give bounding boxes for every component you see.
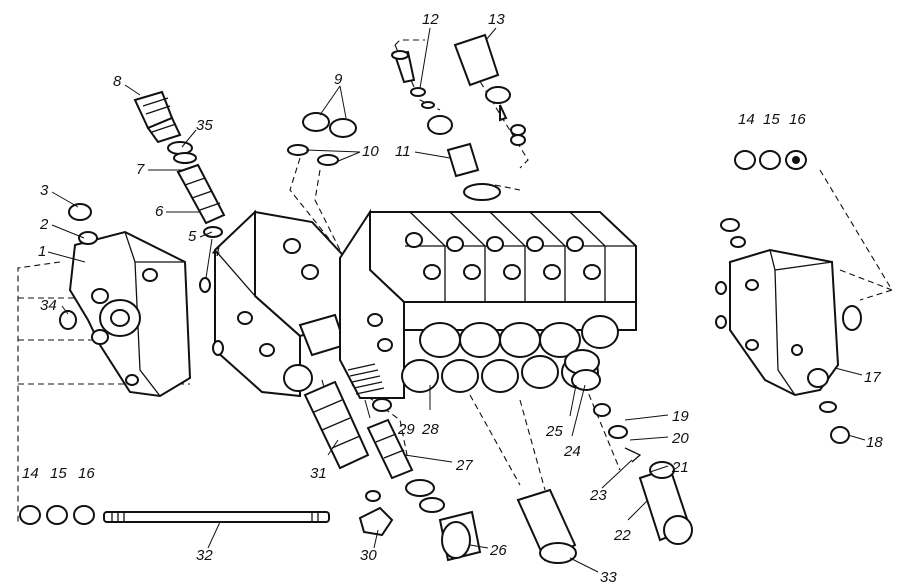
- callout-31: 31: [310, 465, 327, 482]
- washer-30: [358, 490, 394, 537]
- spool-6: [176, 163, 226, 238]
- callout-13: 13: [488, 11, 505, 28]
- callout-15-top: 15: [763, 111, 780, 128]
- spool-31: [303, 380, 370, 470]
- callout-29: 29: [397, 421, 415, 438]
- main-valve-body: [339, 208, 637, 399]
- valve-13: [453, 33, 526, 146]
- callout-4: 4: [212, 243, 220, 260]
- callout-6: 6: [155, 203, 164, 220]
- callout-17: 17: [864, 369, 881, 386]
- callout-3: 3: [40, 182, 49, 199]
- callout-16-bottom: 16: [78, 465, 95, 482]
- callout-18: 18: [866, 434, 883, 451]
- callout-23: 23: [589, 487, 607, 504]
- callout-14-top: 14: [738, 111, 755, 128]
- screw-12: [391, 50, 435, 109]
- plugs-9-rings-10: [287, 112, 357, 166]
- nuts-right: [734, 150, 807, 170]
- callout-19: 19: [672, 408, 689, 425]
- left-end-housing: [68, 230, 192, 398]
- callout-26: 26: [489, 542, 507, 559]
- callout-33: 33: [600, 569, 617, 584]
- plug-18: [830, 426, 850, 444]
- callout-24: 24: [563, 443, 581, 460]
- callout-8: 8: [113, 73, 122, 90]
- callout-14-bottom: 14: [22, 465, 39, 482]
- callout-5: 5: [188, 228, 197, 245]
- plug-33: [516, 488, 577, 564]
- valve-group-19-25: [564, 349, 642, 463]
- right-end-housing: [715, 218, 862, 413]
- sleeve-11: [427, 115, 501, 201]
- leader-lines: [47, 27, 866, 573]
- callout-32: 32: [196, 547, 213, 564]
- callout-22: 22: [613, 527, 631, 544]
- seal-rings-35-7: [167, 141, 197, 164]
- callout-12: 12: [422, 11, 439, 28]
- callout-2: 2: [39, 216, 49, 233]
- nuts-bottom: [19, 505, 95, 525]
- callout-21: 21: [671, 459, 689, 476]
- spool-27: [366, 418, 414, 480]
- spring-29: [347, 363, 392, 412]
- callout-28: 28: [421, 421, 439, 438]
- callout-10: 10: [362, 143, 379, 160]
- callout-7: 7: [136, 161, 145, 178]
- plug-8: [133, 90, 182, 144]
- callout-20: 20: [671, 430, 689, 447]
- callout-labels: 1 2 3 4 5 6 7 8 9 10 11 12 13 14 15 16 1…: [22, 11, 883, 584]
- callout-35: 35: [196, 117, 213, 134]
- rings-and-plug-26: [405, 479, 482, 562]
- callout-9: 9: [334, 71, 343, 88]
- nut-34: [59, 310, 77, 330]
- plug-3-ring-2: [68, 203, 98, 245]
- callout-1: 1: [38, 243, 46, 260]
- callout-16-top: 16: [789, 111, 806, 128]
- tie-rod-32: [103, 511, 330, 523]
- callout-11: 11: [395, 143, 411, 160]
- callout-30: 30: [360, 547, 377, 564]
- left-valve-section: [199, 209, 356, 398]
- callout-27: 27: [455, 457, 473, 474]
- callout-34: 34: [40, 297, 57, 314]
- callout-15-bottom: 15: [50, 465, 67, 482]
- callout-25: 25: [545, 423, 563, 440]
